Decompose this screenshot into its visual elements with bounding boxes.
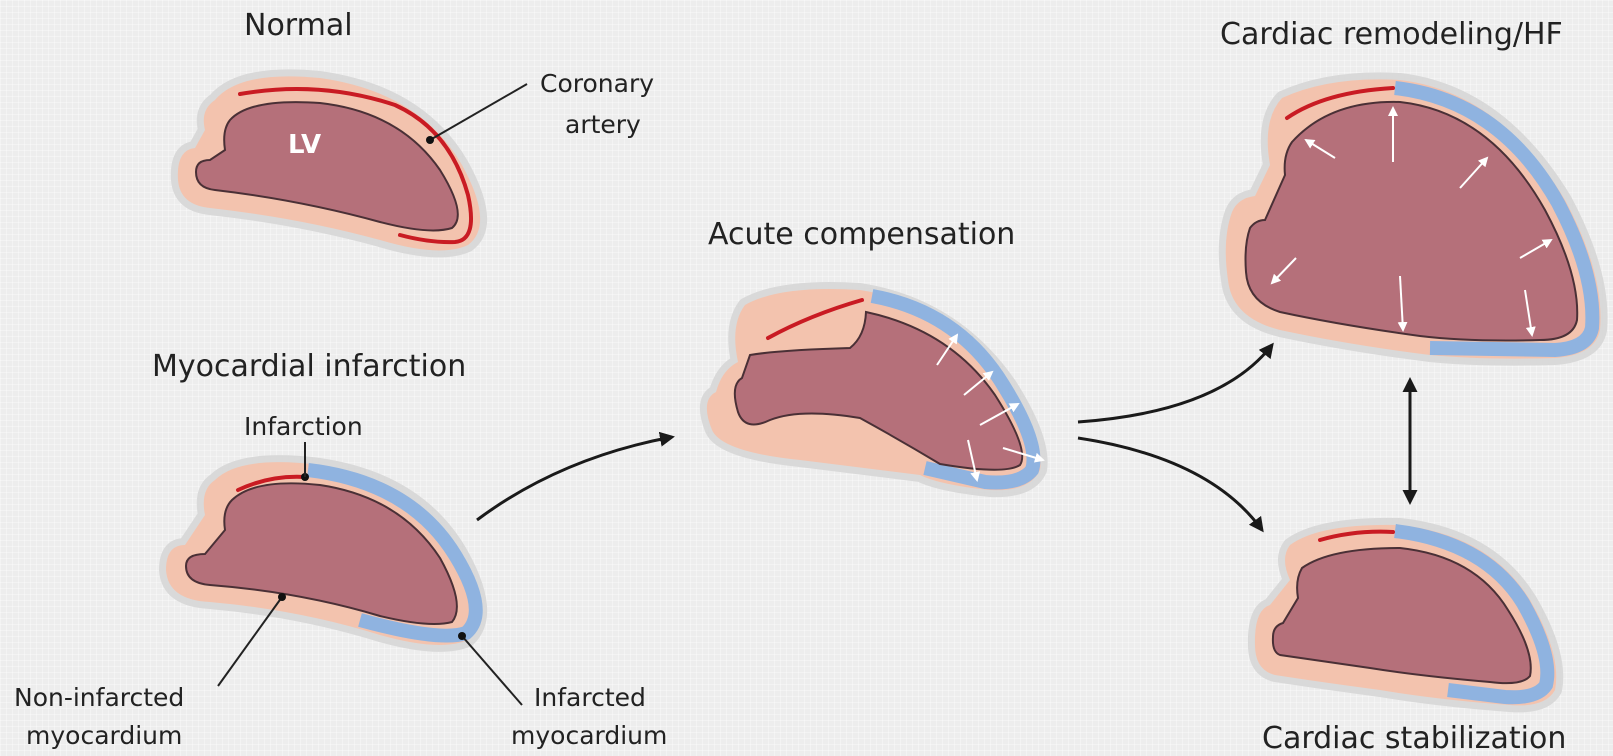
lv-label: LV — [288, 130, 321, 160]
cardiac-remodeling-title: Cardiac remodeling/HF — [1220, 17, 1563, 52]
arrow-infarction-to-compensation — [477, 437, 672, 520]
acute-compensation-title: Acute compensation — [708, 217, 1015, 252]
non-infarcted-label-line2: myocardium — [26, 721, 182, 750]
remodeling-heart — [1226, 79, 1601, 358]
arrow-compensation-to-remodeling — [1078, 345, 1272, 422]
infarcted-label-line1: Infarcted — [534, 683, 646, 712]
normal-title: Normal — [244, 8, 353, 43]
stabilization-heart — [1255, 525, 1556, 706]
infarcted-label-line2: myocardium — [511, 721, 667, 750]
coronary-artery-label-line1: Coronary — [540, 69, 654, 98]
acute-compensation-heart — [707, 289, 1043, 490]
normal-heart — [178, 76, 527, 250]
non-infarcted-label-line1: Non-infarcted — [14, 683, 184, 712]
coronary-artery-label-line2: artery — [565, 110, 641, 139]
arrow-compensation-to-stabilization — [1078, 438, 1262, 530]
cardiac-stabilization-title: Cardiac stabilization — [1262, 721, 1566, 756]
myocardial-infarction-title: Myocardial infarction — [152, 349, 466, 384]
infarction-label: Infarction — [244, 412, 363, 441]
infarction-heart — [166, 442, 522, 705]
